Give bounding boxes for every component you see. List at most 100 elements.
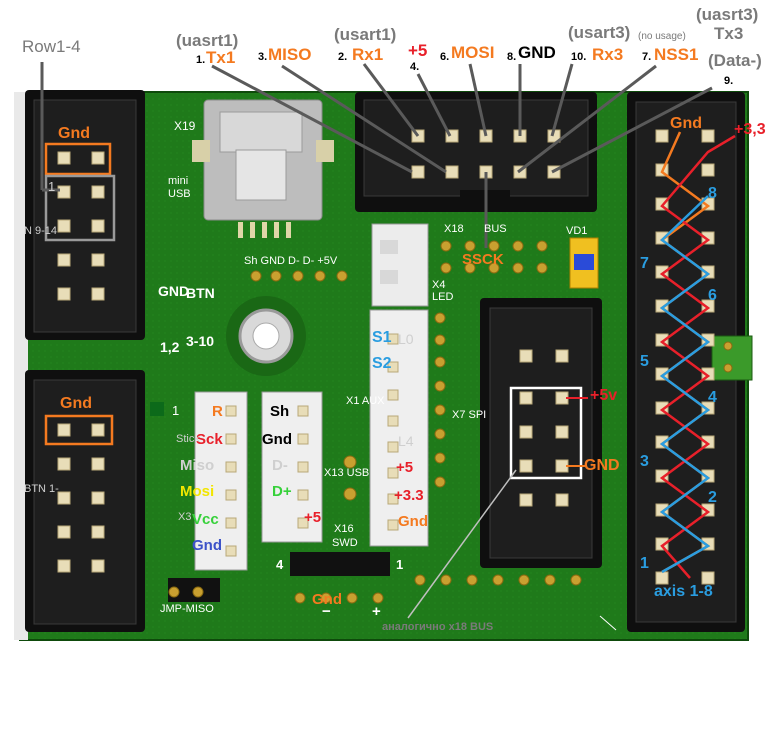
x3-vcc-label: Vcc: [192, 511, 219, 528]
x16-minus-label: −: [322, 603, 331, 620]
silk-vd1: VD1: [566, 225, 588, 237]
gnd-top-label: GND: [518, 43, 556, 62]
silk-usb: USB: [168, 188, 191, 200]
x1-gnd-label: Gnd: [398, 513, 428, 530]
row14-label: Row1-4: [22, 37, 81, 56]
silk-x3: X3: [178, 511, 192, 523]
silk-swd: SWD: [332, 537, 358, 549]
spi-leaders: [407, 397, 617, 631]
x13-sh-label: Sh: [270, 403, 290, 420]
rx3-usart-label: (usart3): [568, 23, 631, 42]
pin3-number: 3.: [258, 51, 268, 63]
silk-x16: X16: [334, 523, 354, 535]
vd1-diode: [569, 237, 599, 289]
plus5-label: +5: [408, 41, 428, 60]
tx1-label: Tx1: [206, 48, 236, 67]
mount-hole: [226, 296, 306, 376]
silk-swd-1: 1: [396, 557, 404, 572]
spi-5v-label: +5v: [590, 387, 618, 404]
pin1-number: 1.: [196, 54, 206, 66]
silk-x4: X4: [432, 279, 446, 291]
x3-stick-connector: [194, 391, 248, 571]
silk-bus: BUS: [484, 223, 507, 235]
x13-gnd-label: Gnd: [262, 431, 292, 448]
silk-swd-4: 4: [276, 557, 284, 572]
axis-33-label: +3,3: [734, 121, 766, 138]
silk-310: 3-10: [186, 333, 215, 349]
axis-wires: [659, 131, 736, 579]
silk-one-left: 1: [172, 403, 180, 418]
tx3-usart-label: (uasrt3): [696, 5, 759, 24]
axis-range-label: axis 1-8: [654, 583, 713, 600]
leader-lines: [40, 62, 713, 248]
silk-jmp-miso: JMP-MISO: [160, 603, 214, 615]
silk-usb-pins: Sh GND D- D- +5V: [244, 255, 338, 267]
silk-led: LED: [432, 291, 454, 303]
x13-plus5-label: +5: [304, 509, 322, 526]
x16-plus-label: +: [372, 603, 381, 620]
left-top-header: [25, 90, 145, 340]
x4-led-connector: [371, 223, 429, 307]
axis-num-5: 5: [640, 353, 649, 370]
silk-l0: L0: [398, 331, 414, 347]
axis-num-2: 2: [708, 489, 717, 506]
axis-header: [627, 92, 745, 632]
axis-num-8: 8: [708, 185, 717, 202]
axis-gnd-label: Gnd: [670, 115, 702, 132]
x13-usb-connector: [261, 391, 323, 543]
x3-r-label: R: [212, 403, 223, 420]
x13-dplus-label: D+: [272, 483, 292, 500]
x3-gnd-label: Gnd: [192, 537, 222, 554]
silk-x1aux: X1 AUX: [346, 395, 385, 407]
rx3-label: Rx3: [592, 45, 624, 64]
x16-gnd-label: Gnd: [312, 591, 342, 608]
pin7-number: 7.: [642, 51, 652, 63]
nss-usage-note: (no usage): [638, 31, 686, 42]
data-minus-label: (Data-): [708, 51, 762, 70]
nss1-label: NSS1: [654, 45, 699, 64]
silk-left-side1: N 9-14: [24, 225, 58, 237]
axis-num-6: 6: [708, 287, 717, 304]
spi-gnd-label: GND: [584, 457, 620, 474]
pin10-number: 10.: [571, 51, 587, 63]
x3-sck-label: Sck: [196, 431, 223, 448]
silk-12: 1,2: [160, 339, 180, 355]
axis-num-1: 1: [640, 555, 649, 572]
silk-l4: L4: [398, 433, 414, 449]
silk-x19: X19: [174, 119, 196, 133]
left-bottom-header: [25, 370, 145, 632]
x1-s1-label: S1: [372, 329, 392, 346]
x1-plus5-label: +5: [396, 459, 414, 476]
rx1-usart-label: (usart1): [334, 25, 397, 44]
x7-spi-header: [480, 298, 602, 568]
round-pads: [168, 240, 733, 604]
x1-s2-label: S2: [372, 355, 392, 372]
tx3-label: Tx3: [714, 24, 744, 43]
axis-num-3: 3: [640, 453, 649, 470]
x13-dminus-label: D-: [272, 457, 288, 474]
silk-btn: BTN: [186, 285, 215, 301]
pin9-number: 9.: [724, 75, 734, 87]
silk-left-side2: BTN 1-: [24, 483, 59, 495]
header-pins: [57, 129, 715, 585]
pin4-number: 4.: [410, 61, 420, 73]
left-bottom-gnd-label: Gnd: [60, 395, 92, 412]
mini-usb-connector: [192, 99, 334, 238]
silk-x18: X18: [444, 223, 464, 235]
ssck-label: SSCK: [462, 251, 504, 268]
axis-num-7: 7: [640, 255, 649, 272]
silk-x7spi: X7 SPI: [452, 409, 487, 421]
mosi-label: MOSI: [451, 43, 495, 62]
footnote-label: аналогично x18 BUS: [382, 621, 494, 633]
rx1-label: Rx1: [352, 45, 384, 64]
x1-aux-connector: [369, 309, 429, 547]
pin6-number: 6.: [440, 51, 450, 63]
tx1-usart-label: (uasrt1): [176, 31, 239, 50]
miso-label: MISO: [268, 45, 312, 64]
left-top-gnd-label: Gnd: [58, 125, 90, 142]
silk-mini: mini: [168, 175, 189, 187]
silk-gnd: GND: [158, 283, 190, 299]
x18-bus-header: [355, 92, 597, 212]
